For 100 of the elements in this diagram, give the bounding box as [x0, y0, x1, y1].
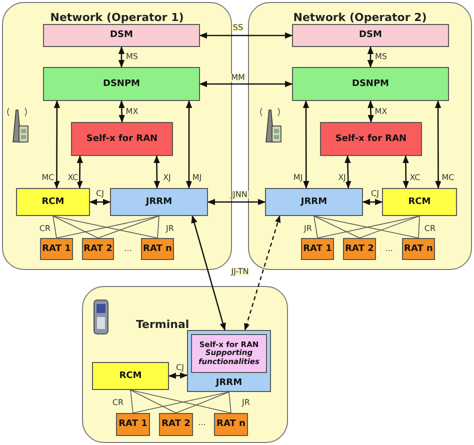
- process-box: [265, 188, 363, 216]
- arrow: [168, 372, 188, 379]
- edge-label: CR: [38, 225, 52, 233]
- arrow: [302, 100, 310, 189]
- arrow: [368, 100, 374, 123]
- connector-line: [359, 216, 420, 238]
- arrow: [118, 46, 125, 68]
- edge-label: XJ: [162, 174, 172, 182]
- box-label: RAT 1: [303, 244, 332, 254]
- box-label: RAT 1: [42, 244, 71, 254]
- arrow: [191, 215, 226, 331]
- box-label: JRRM: [300, 196, 328, 208]
- connector-line: [314, 216, 360, 238]
- process-box: [110, 188, 208, 216]
- edge-label: MS: [374, 53, 388, 61]
- connector-line: [130, 390, 176, 414]
- edge-label: JR: [165, 225, 175, 233]
- connector-line: [176, 392, 230, 414]
- edge-label: MC: [40, 174, 56, 182]
- edge-label: JR: [241, 399, 251, 407]
- edge-label: JJNN: [230, 191, 248, 199]
- edge-label: XC: [408, 174, 422, 182]
- connector-line: [52, 216, 57, 238]
- arrow: [154, 155, 160, 189]
- box-label: RAT n: [216, 419, 246, 430]
- arrow: [362, 198, 383, 206]
- box-label: RAT n: [143, 244, 172, 254]
- connector-line: [228, 392, 232, 414]
- connector-line: [130, 390, 134, 414]
- arrow: [207, 198, 266, 206]
- ellipsis-label: ...: [198, 419, 206, 427]
- box-label: RCM: [119, 370, 142, 382]
- arrow: [118, 100, 125, 123]
- group-container: [248, 2, 472, 270]
- arrow: [402, 155, 410, 189]
- process-box: [191, 334, 267, 373]
- edge-label: MC: [440, 174, 456, 182]
- edge-label: JJ-TN: [230, 268, 250, 276]
- connector-line: [52, 216, 98, 238]
- arrow: [199, 32, 293, 39]
- edge-label: CJ: [175, 364, 185, 372]
- box-label: JRRM: [216, 378, 242, 388]
- edge-label: SS: [232, 24, 244, 32]
- process-box: [71, 122, 173, 156]
- edge-label: MX: [124, 108, 140, 116]
- edge-label: CJ: [95, 190, 105, 198]
- process-box: [43, 67, 200, 101]
- process-box: [320, 122, 422, 156]
- process-box: [301, 238, 334, 260]
- connector-line: [314, 216, 318, 238]
- box-label: RAT 2: [84, 244, 112, 254]
- box-label: RAT 2: [345, 244, 374, 254]
- edge-label: JR: [303, 225, 313, 233]
- box-label: DSM: [110, 30, 133, 41]
- edge-label: CJ: [370, 190, 380, 198]
- ellipsis-label: ...: [124, 245, 132, 253]
- connector-line: [418, 216, 420, 238]
- box-label: Self-x for RAN: [86, 134, 158, 144]
- process-box: [43, 24, 200, 47]
- process-box: [40, 238, 73, 260]
- box-label: JRRM: [146, 196, 172, 208]
- edge-label: MJ: [191, 174, 203, 182]
- group-container: [2, 2, 232, 270]
- box-label: RAT 1: [118, 419, 148, 430]
- edge-label: MM: [230, 74, 246, 82]
- process-box: [187, 330, 271, 392]
- process-box: [141, 238, 174, 260]
- box-label: RAT 2: [162, 419, 190, 430]
- edge-label: MX: [374, 108, 388, 116]
- edge-label: XC: [66, 174, 80, 182]
- arrow: [54, 100, 60, 189]
- box-label: Self-x for RAN: [335, 134, 407, 144]
- box-label: RCM: [408, 196, 431, 208]
- edge-label: MS: [125, 53, 139, 61]
- edge-label: CR: [423, 225, 437, 233]
- edge-label: XJ: [337, 174, 347, 182]
- edge-label: CR: [111, 399, 125, 407]
- arrow: [367, 46, 374, 68]
- group-title: Terminal: [136, 319, 190, 332]
- box-label: RAT n: [404, 244, 433, 254]
- edge-label: MJ: [292, 174, 304, 182]
- process-box: [16, 188, 90, 216]
- arrow: [89, 198, 111, 206]
- process-box: [292, 24, 449, 47]
- box-label: RCM: [42, 196, 64, 208]
- arrow: [186, 100, 192, 189]
- group-title: Network (Operator 2): [292, 12, 428, 25]
- ellipsis-label: ...: [385, 245, 393, 253]
- group-container: [82, 286, 288, 443]
- process-box: [382, 188, 457, 216]
- process-box: [402, 238, 435, 260]
- box-label: DSM: [359, 30, 382, 41]
- process-box: [82, 238, 114, 260]
- process-box: [292, 67, 449, 101]
- process-box: [343, 238, 376, 260]
- arrow: [244, 215, 281, 331]
- arrow: [76, 155, 84, 189]
- process-box: [159, 413, 193, 436]
- box-label: DSNPM: [102, 78, 140, 90]
- connector-line: [157, 216, 160, 238]
